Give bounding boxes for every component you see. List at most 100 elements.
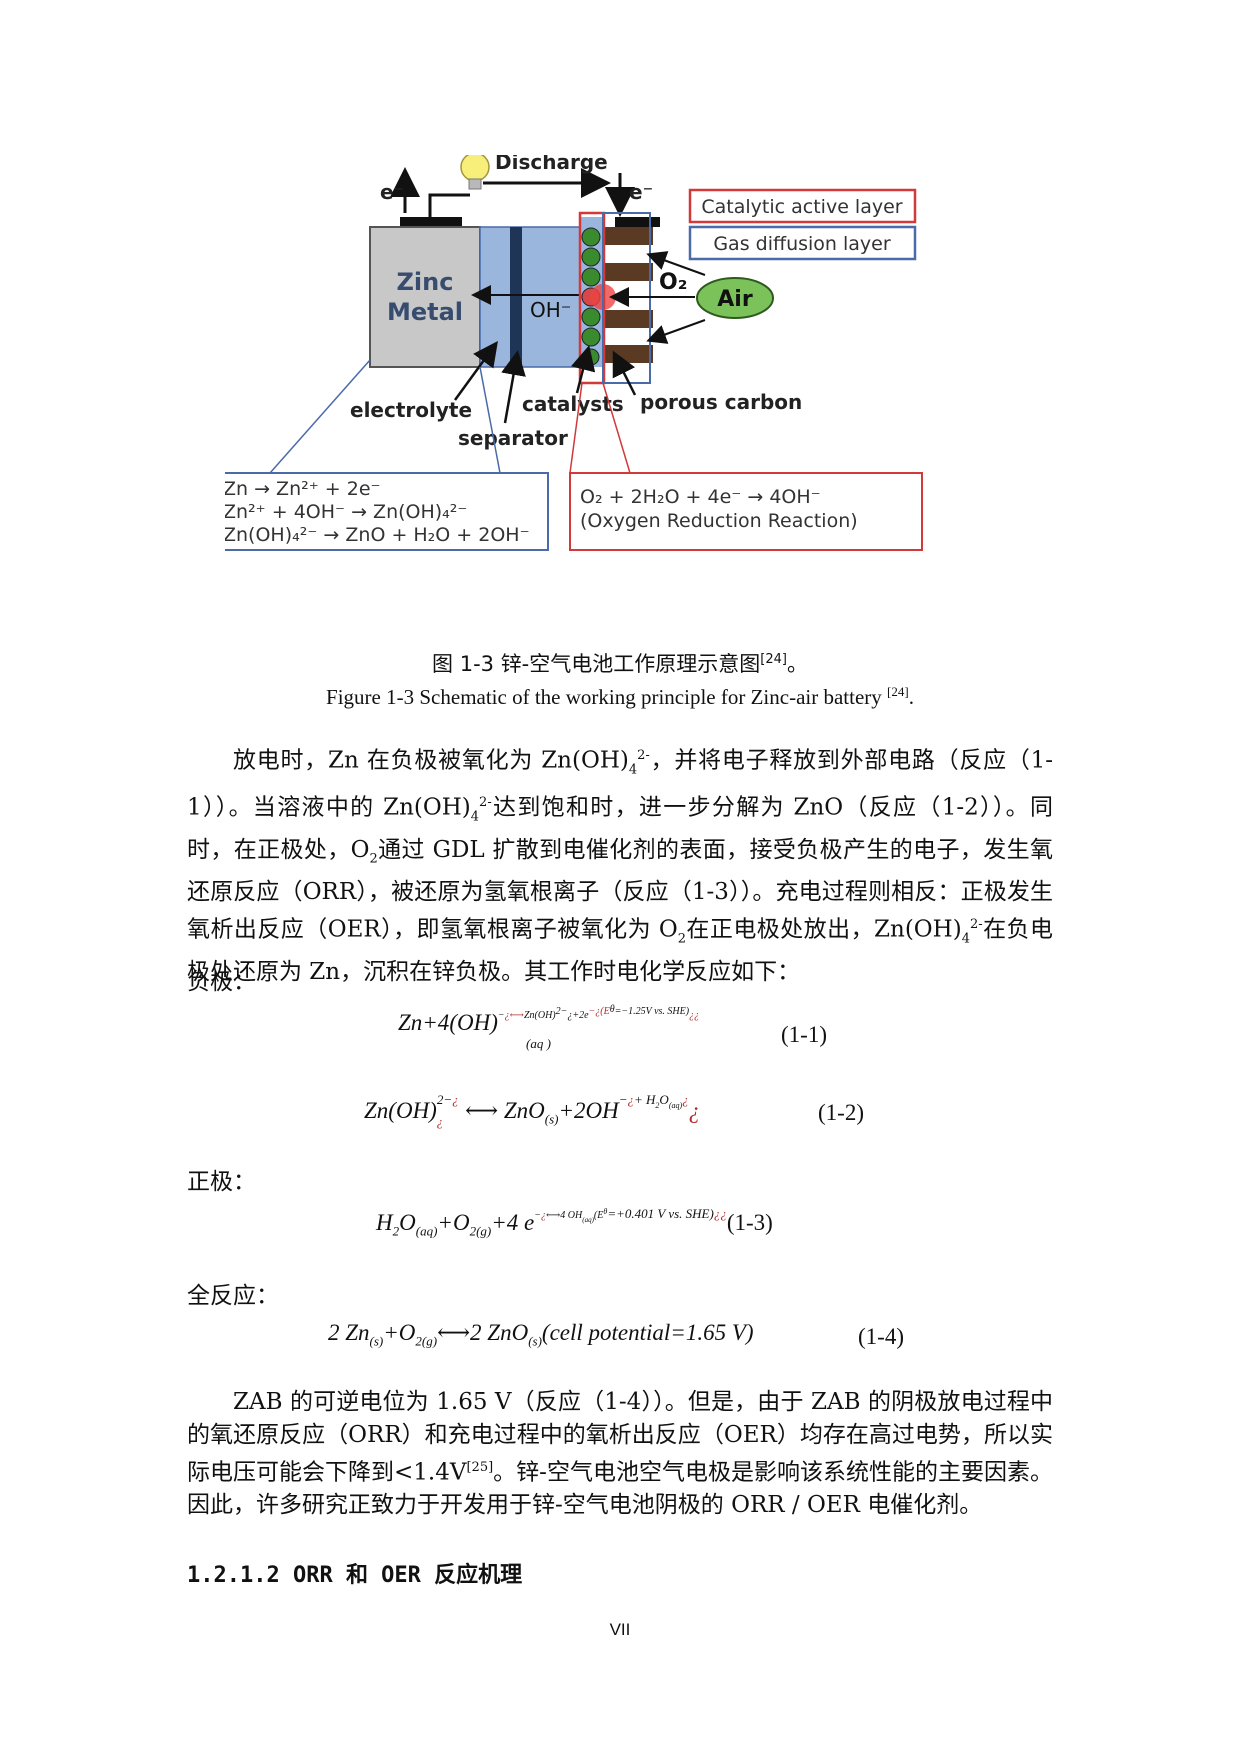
eq-number-1-1: (1-1) (781, 1022, 827, 1047)
eq2-sub-red: ¿ (436, 1114, 444, 1129)
eq3-b: O (399, 1210, 416, 1235)
anode-eq-3: Zn(OH)₄²⁻ → ZnO + H₂O + 2OH⁻ (225, 524, 530, 546)
separator-bar (510, 227, 522, 367)
oh-label: OH⁻ (530, 298, 571, 322)
eq4-c-sub: (s) (528, 1333, 542, 1349)
p2-ref: [25] (466, 1459, 494, 1475)
p1-sub3: 2 (369, 851, 378, 867)
section-heading: 1.2.1.2 ORR 和 OER 反应机理 (187, 1563, 523, 1588)
caption-en-ref: [24] (887, 684, 909, 699)
legend-catalytic-label: Catalytic active layer (701, 196, 902, 218)
caption-cn-text: 图 1-3 锌-空气电池工作原理示意图 (432, 652, 761, 676)
separator-label: separator (458, 426, 568, 450)
p1-sub4: 2 (677, 931, 686, 947)
eq3-sup-f: =+0.401 V vs. SHE) (607, 1206, 714, 1221)
equation-1-3: H2O(aq)+O2(g)+4 e−¿⟷4 OH(aq)(Eθ=+0.401 V… (376, 1206, 773, 1240)
eq1-tail6: =−1.25V vs. SHE) (614, 1006, 690, 1017)
p1-sup2: 2- (479, 795, 492, 811)
caption-cn-ref: [24] (760, 652, 787, 667)
eq3-a: H (376, 1210, 393, 1235)
zinc-label-2: Metal (387, 298, 463, 326)
cathode-equation-box (569, 472, 923, 551)
eq2-sup-red: ¿ (452, 1092, 459, 1107)
eq3-sup-d: (E (593, 1210, 604, 1221)
eq4-b: +O (383, 1320, 416, 1345)
eq2-b: (OH) (388, 1098, 437, 1123)
page-number: VII (609, 1620, 631, 1639)
anode-callout-line-2 (479, 366, 501, 474)
legend-catalytic-box (688, 188, 917, 224)
eq1-a: Zn+4 (398, 1010, 450, 1035)
p2-s2: 。锌-空气电池空气电极是影响该系统性能的主要因素。因此，许多研究正致力于开发用于… (187, 1459, 1053, 1519)
paragraph-2: ZAB 的可逆电位为 1.65 V（反应（1-4））。但是，由于 ZAB 的阴极… (187, 1386, 1053, 1522)
separator-pointer (501, 350, 526, 424)
eq4-b-sub: 2(g) (415, 1333, 438, 1349)
legend-gas-label: Gas diffusion layer (713, 233, 891, 255)
anode-label: 负极： (187, 969, 256, 995)
p1-s4: 通过 GDL 扩散到电催化剂的表面，接受负极产生的电子，发生氧还原反应（ORR）… (187, 837, 1053, 943)
figure-caption-cn: 图 1-3 锌-空气电池工作原理示意图[24]。 (0, 648, 1240, 678)
eq1-tail3: ¿+2e (567, 1010, 589, 1021)
p1-sup1: 2- (637, 748, 650, 763)
zinc-label-1: Zinc (397, 268, 454, 296)
cathode-callout-line-2 (602, 382, 631, 474)
anode-eq-2: Zn²⁺ + 4OH⁻ → Zn(OH)₄²⁻ (225, 501, 467, 523)
eq3-sup-red2: ¿¿ (713, 1206, 727, 1221)
eq3-sup-c: (aq) (582, 1216, 594, 1224)
eq2-sup3e: ¿ (682, 1092, 689, 1107)
eq1-sub: (aq ) (526, 1036, 551, 1051)
electrolyte-label: electrolyte (350, 398, 472, 422)
eq-number-1-2: (1-2) (818, 1100, 864, 1125)
cathode-eq-2: (Oxygen Reduction Reaction) (580, 510, 858, 532)
legend-gas-box (688, 225, 917, 261)
eq4-c: ⟷2 ZnO (437, 1320, 529, 1345)
eq2-sup: 2− (436, 1092, 453, 1107)
eq3-b-sub: (aq) (415, 1223, 438, 1239)
zinc-metal-block (369, 226, 481, 368)
cathode-label: 正极： (187, 1169, 256, 1195)
p1-sup3: 2- (969, 917, 983, 933)
p1-s1: 放电时，Zn 在负极被氧化为 Zn(OH) (233, 747, 629, 774)
equation-1-4: 2 Zn(s)+O2(g)⟷2 ZnO(s)(cell potential=1.… (328, 1320, 754, 1350)
eq2-sup3d: (aq) (668, 1101, 683, 1110)
eq1-b: (OH) (449, 1010, 498, 1035)
porous-carbon-layer (605, 227, 653, 363)
eq1-tail7: ¿¿ (689, 1010, 700, 1021)
catalysts-label: catalysts (522, 392, 624, 416)
electrolyte-pointer (453, 340, 498, 401)
caption-cn-end: 。 (786, 652, 808, 676)
eq4-a: 2 Zn (328, 1320, 370, 1345)
porous-carbon-label: porous carbon (640, 390, 802, 414)
p1-sub2: 4 (470, 809, 480, 825)
equation-1-1: Zn+4(OH)−¿⟷Zn(OH)2−¿+2e−¿(Eθ=−1.25V vs. … (398, 1004, 700, 1051)
eq2-sub-s: (s) (544, 1111, 559, 1127)
eq3-sup-a: − (534, 1210, 541, 1221)
eq3-c: +O (437, 1210, 470, 1235)
porous-carbon-pointer (612, 350, 637, 396)
air-bubble (696, 277, 774, 319)
eq1-tail2: 2− (555, 1006, 568, 1017)
anode-eq-1: Zn → Zn²⁺ + 2e⁻ (225, 478, 381, 500)
eq3-sup-b: ⟷4 OH (545, 1210, 583, 1221)
p1-sub5: 4 (961, 931, 970, 947)
electron-right-label: e⁻ (629, 180, 653, 204)
eq2-c: ⟷ ZnO (465, 1098, 545, 1123)
eq2-end-red: ¿ (688, 1098, 701, 1123)
eq3-a-sub: 2 (392, 1223, 400, 1239)
p2-s1: ZAB 的可逆电位为 1.65 V（反应（1-4））。但是，由于 ZAB 的阴极… (187, 1389, 1053, 1486)
electron-left-label: e⁻ (380, 180, 404, 204)
overall-label: 全反应： (187, 1283, 279, 1309)
air-in-arrow-top (646, 251, 706, 276)
equation-1-2: Zn(OH)2−¿¿⟷ ZnO(s)+2OH−¿+ H2O(aq)¿¿ (364, 1092, 701, 1129)
eq2-sup3c: O (659, 1092, 669, 1107)
discharge-label: Discharge (495, 155, 608, 174)
eq4-a-sub: (s) (369, 1333, 384, 1349)
eq3-d: +4 e (491, 1210, 535, 1235)
p1-sub1: 4 (628, 762, 638, 778)
p1-s3: 达到饱和时，进一步分解为 ZnO（反应（1-2））。同时，在正极处，O (187, 794, 1053, 864)
anode-callout-line (269, 359, 371, 474)
circuit-wire-left (428, 193, 470, 217)
cathode-terminal (615, 217, 660, 227)
air-in-arrow-bottom (646, 319, 706, 344)
eq1-tail4: −¿(E (588, 1006, 610, 1017)
